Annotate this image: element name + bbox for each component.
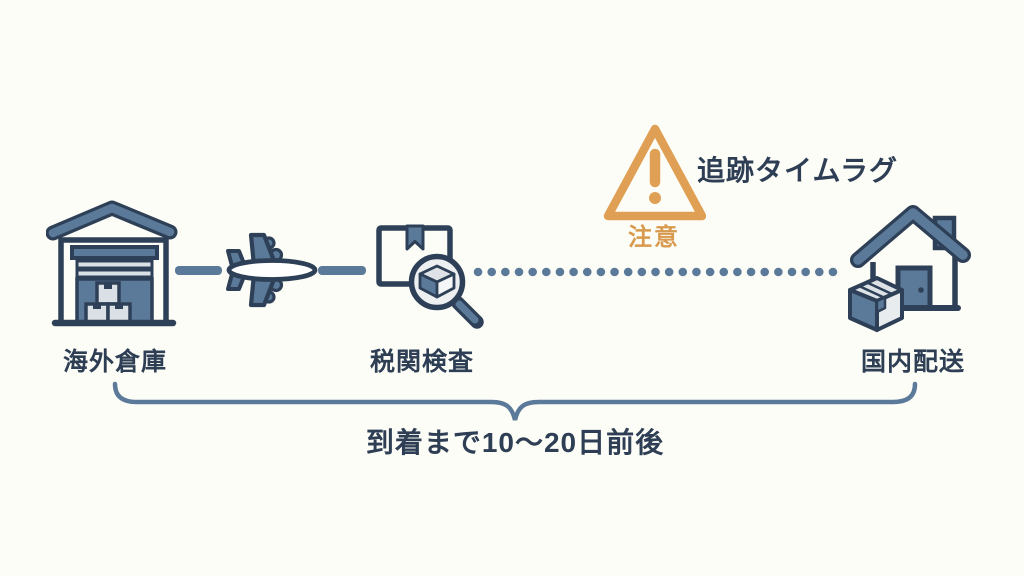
duration-brace-path [112, 381, 918, 421]
door-handle [918, 287, 924, 293]
warehouse-icon [46, 200, 178, 327]
delivery-box-tape [858, 284, 886, 300]
step-label-customs-inspection: 税関検査 [369, 348, 474, 376]
customs-inspection-icon [376, 224, 484, 329]
garage-door-header [70, 245, 159, 260]
duration-label: 到着まで10〜20日前後 [365, 427, 665, 458]
duration-brace [112, 381, 918, 421]
airplane-icon [226, 232, 318, 308]
parcel-ribbon [405, 224, 425, 251]
lens-cube-right [435, 272, 456, 299]
warning-triangle-icon [603, 124, 706, 221]
house-roof [853, 208, 968, 265]
parcel-tape [104, 283, 112, 289]
magnifier-handle [455, 300, 479, 324]
home-delivery-icon [848, 205, 971, 332]
airplane-fuselage [226, 258, 318, 282]
parcel-tape [93, 304, 101, 309]
step-label-overseas-warehouse: 海外倉庫 [62, 348, 167, 376]
warning-title: 追跡タイムラグ [697, 155, 899, 186]
dash-segment [175, 266, 222, 275]
step-label-domestic-delivery: 国内配送 [860, 348, 965, 376]
warning-exclamation-dot [649, 192, 661, 204]
garage-door-slat [75, 259, 154, 270]
warning-caption: 注意 [628, 224, 680, 251]
warehouse-roof [48, 203, 175, 238]
garage-door-slat [75, 268, 154, 279]
dash-segment [318, 266, 366, 275]
delivery-box-flap [875, 296, 887, 314]
delivery-box-tape [866, 281, 894, 296]
parcel-tape [115, 304, 123, 309]
dotted-line [473, 267, 850, 277]
